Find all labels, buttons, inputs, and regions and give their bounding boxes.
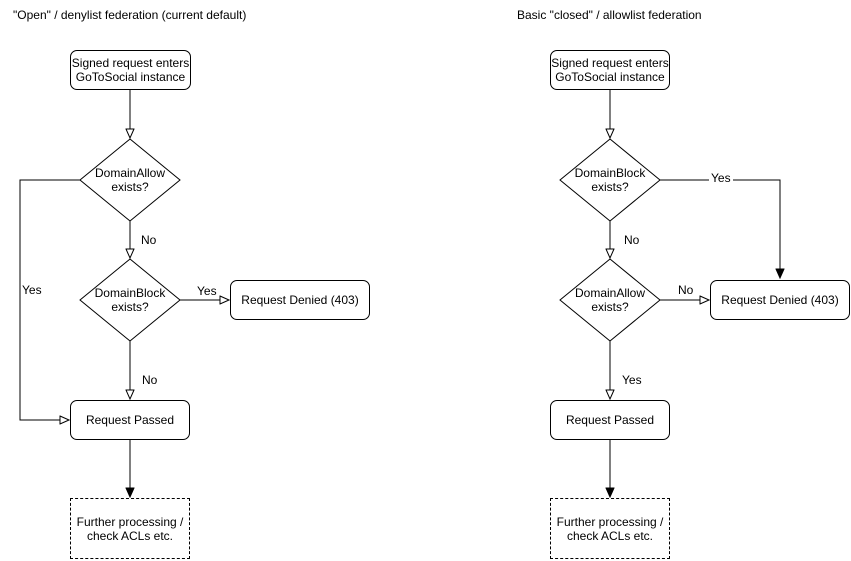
edge-label-left-domainallow-no: No [140,233,158,247]
node-left-further-processing: Further processing / check ACLs etc. [70,498,190,559]
node-right-request-passed: Request Passed [550,400,670,440]
edge-label-left-domainblock-yes: Yes [196,284,218,298]
edge-label-right-domainblock-yes: Yes [709,171,733,185]
node-left-start: Signed request enters GoToSocial instanc… [70,50,191,90]
edge-label-right-domainblock-no: No [623,233,641,247]
node-left-request-denied: Request Denied (403) [230,280,370,320]
decision-diamond-right-domainallow [559,258,661,342]
edge-label-right-domainallow-no: No [677,283,695,297]
diagram-title-left: "Open" / denylist federation (current de… [13,8,247,22]
decision-diamond-left-domainallow [79,138,181,222]
edge-label-left-domainallow-yes: Yes [22,283,42,297]
node-left-request-passed: Request Passed [70,400,190,440]
edge-label-left-domainblock-no: No [141,373,159,387]
connector-left-domainallow-yes-to-passed [19,179,80,420]
decision-diamond-right-domainblock [559,138,661,222]
connector-right-domainblock-yes-to-denied [660,179,780,278]
edge-label-right-domainallow-yes: Yes [621,373,643,387]
decision-diamond-left-domainblock [79,258,181,342]
node-right-request-denied: Request Denied (403) [710,280,850,320]
diagram-title-right: Basic "closed" / allowlist federation [517,8,702,22]
node-right-further-processing: Further processing / check ACLs etc. [550,498,670,559]
node-right-start: Signed request enters GoToSocial instanc… [550,50,670,90]
